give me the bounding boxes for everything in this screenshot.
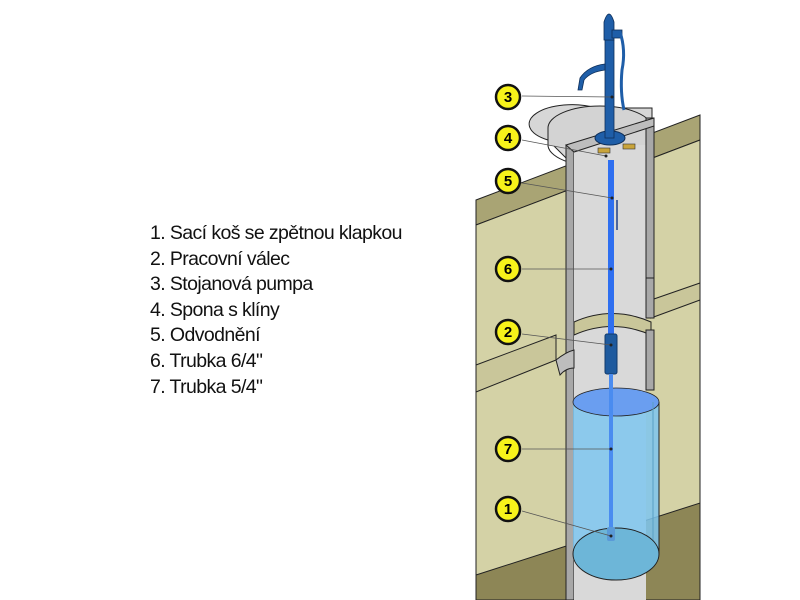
pump-top [603, 13, 615, 41]
hand-pump [577, 13, 636, 154]
pump-column [604, 39, 615, 139]
pipe-6-4 [608, 160, 614, 335]
callout-number: 6 [504, 261, 512, 278]
legend-item-5: 5. Odvodnění [150, 324, 260, 347]
callout-5: 5 [494, 167, 614, 200]
callout-number: 7 [504, 441, 512, 458]
well-wall-right [645, 117, 655, 279]
pump-handle [618, 31, 626, 111]
legend-item-1: 1. Sací koš se zpětnou klapkou [150, 222, 403, 244]
callout-number: 2 [504, 324, 512, 341]
clamp-wedge-left [597, 147, 611, 154]
pipe-5-4 [609, 374, 613, 529]
callout-number: 1 [504, 501, 512, 518]
water-column [572, 387, 660, 581]
legend-item-4: 4. Spona s klíny [150, 298, 280, 321]
callout-number: 5 [504, 173, 512, 190]
callout-6: 6 [494, 255, 613, 283]
suction-basket [607, 527, 615, 541]
callout-2: 2 [494, 318, 613, 347]
legend-item-7: 7. Trubka 5/4" [150, 375, 263, 398]
callout-4: 4 [494, 124, 608, 158]
well-wall-left [565, 144, 575, 600]
callout-number: 4 [504, 130, 513, 147]
pump-spout [577, 63, 606, 91]
callout-3: 3 [494, 83, 614, 111]
working-cylinder [604, 333, 618, 375]
water-bottom [572, 527, 660, 581]
legend-item-2: 2. Pracovní válec [150, 247, 290, 270]
callout-7: 7 [494, 435, 613, 463]
legend-item-6: 6. Trubka 6/4" [150, 349, 263, 372]
pipe-assembly [604, 160, 618, 541]
callout-number: 3 [504, 89, 512, 106]
clamp-wedge-right [622, 143, 636, 150]
legend-item-3: 3. Stojanová pumpa [150, 273, 313, 296]
water-surface [572, 387, 660, 417]
legend-list: 1. Sací koš se zpětnou klapkou 2. Pracov… [150, 221, 403, 400]
callout-1: 1 [494, 495, 613, 538]
